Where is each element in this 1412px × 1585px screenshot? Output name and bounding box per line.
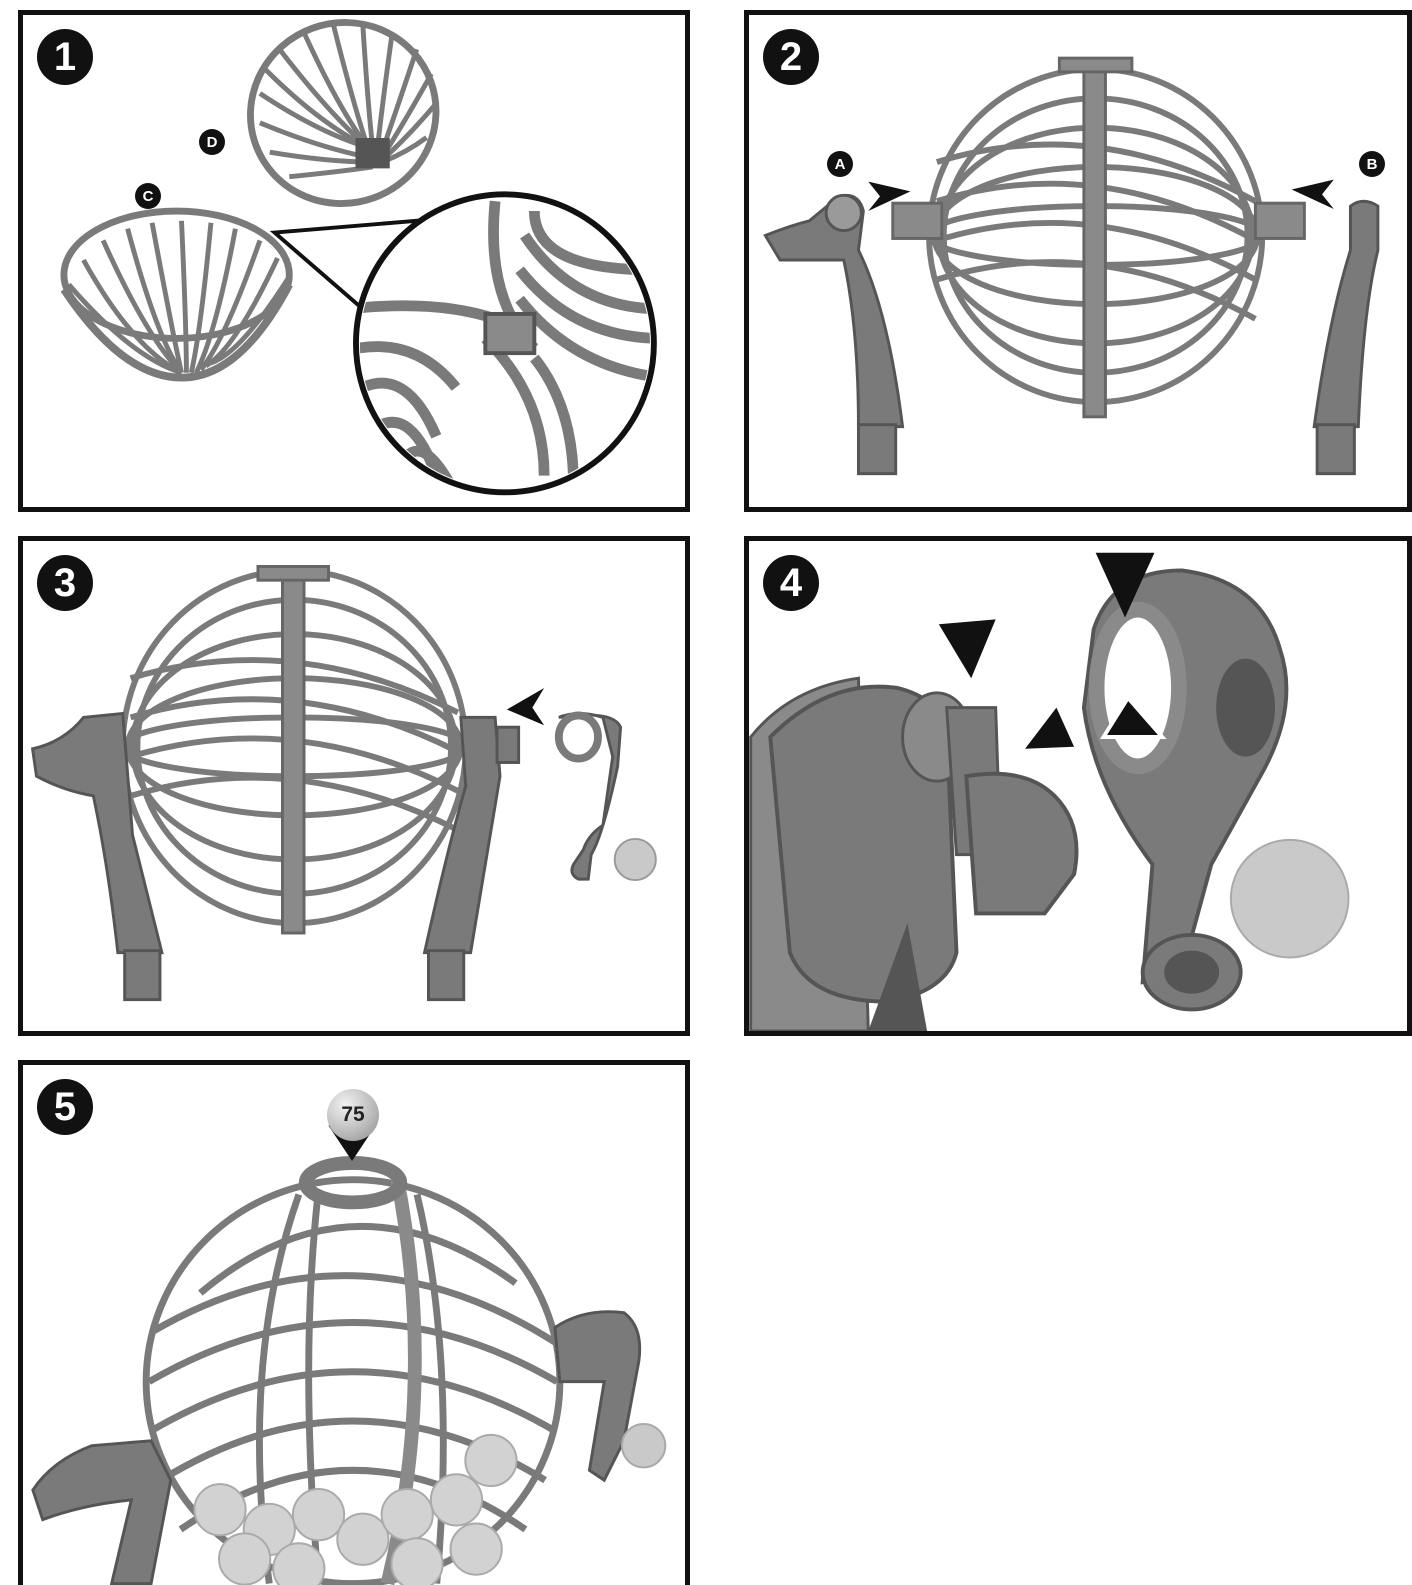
step-1-panel: 1 D C <box>18 10 690 512</box>
cage-half-d-icon <box>225 15 462 230</box>
step-number-badge: 1 <box>37 29 93 85</box>
wire-cage-sphere-icon <box>893 58 1305 417</box>
step-5-panel: 5 75 <box>18 1060 690 1585</box>
bingo-ball-icon: 75 <box>327 1089 379 1141</box>
part-label-b: B <box>1359 151 1385 177</box>
stand-arm-left-icon <box>33 713 162 999</box>
assembled-cage-illustration <box>23 541 685 1031</box>
direction-arrow-icon <box>507 688 544 725</box>
balls-inside-icon <box>194 1435 516 1585</box>
cage-with-stands-illustration <box>749 15 1407 507</box>
step-number-badge: 3 <box>37 555 93 611</box>
part-label-d: D <box>199 129 225 155</box>
crank-handle-icon <box>555 1312 665 1480</box>
stand-arm-left-icon <box>33 1441 171 1584</box>
step-3-panel: 3 <box>18 536 690 1036</box>
step-4-panel: 4 <box>744 536 1412 1036</box>
axle-hub-icon <box>751 678 1077 1031</box>
crank-handle-icon <box>559 713 656 880</box>
magnified-connector-detail <box>348 194 662 495</box>
stand-arm-b-icon <box>1314 201 1378 473</box>
step-number-badge: 4 <box>763 555 819 611</box>
cage-halves-illustration <box>23 15 685 507</box>
crank-handle-icon <box>1084 570 1349 1009</box>
step-number-badge: 2 <box>763 29 819 85</box>
step-number-badge: 5 <box>37 1079 93 1135</box>
stand-arm-a-icon <box>765 195 902 473</box>
part-label-a: A <box>827 151 853 177</box>
crank-connection-closeup-illustration <box>749 541 1407 1031</box>
direction-arrow-icon <box>1025 708 1074 749</box>
part-label-c: C <box>135 183 161 209</box>
ball-loading-illustration <box>23 1065 685 1585</box>
direction-arrow-icon <box>939 619 996 678</box>
step-2-panel: 2 A B <box>744 10 1412 512</box>
wire-cage-sphere-icon <box>123 566 466 933</box>
cage-half-c-icon <box>64 211 289 378</box>
